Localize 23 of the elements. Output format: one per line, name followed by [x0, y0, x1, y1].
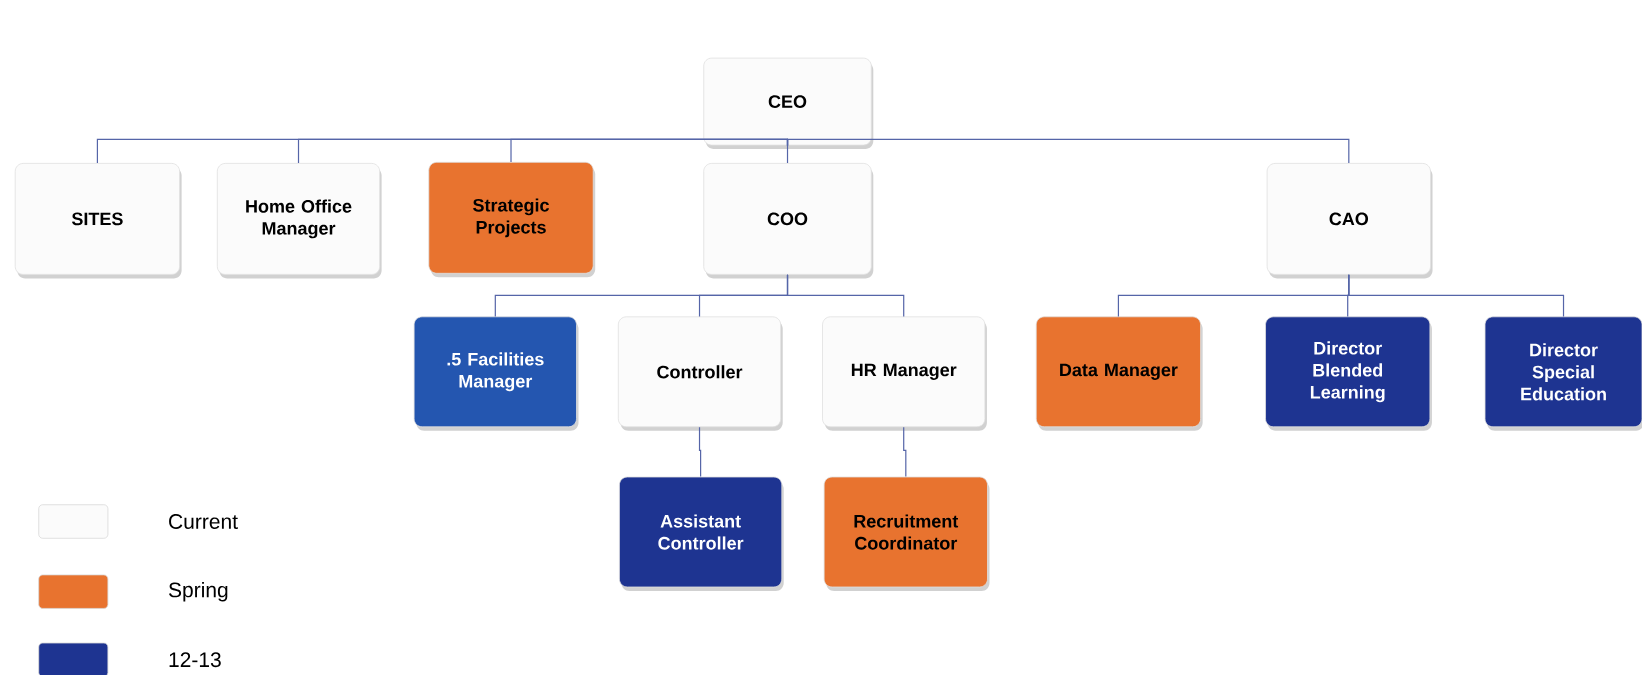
position-box: Data Manager	[1035, 316, 1203, 431]
connector-line	[1348, 274, 1565, 317]
position-box: Assistant Controller	[619, 476, 784, 591]
position-box: HR Manager	[822, 316, 987, 431]
connector-line	[698, 426, 702, 478]
position-box: Strategic Projects	[428, 161, 596, 278]
connector-line	[510, 138, 789, 163]
position-box: Director Special Education	[1484, 316, 1642, 431]
position-box: CAO	[1266, 163, 1433, 279]
position-box: Director Blended Learning	[1265, 316, 1432, 431]
connector-line	[786, 274, 905, 317]
position-box: Home Office Manager	[216, 163, 382, 279]
position-box: COO	[703, 163, 874, 279]
position-box: .5 Facilities Manager	[413, 316, 579, 431]
legend-label: Spring	[168, 581, 228, 602]
legend-label: Current	[169, 514, 238, 529]
connector-line	[903, 426, 907, 478]
connector-line	[786, 138, 1350, 164]
position-box: Recruitment Coordinator	[823, 476, 990, 591]
position-box: CEO	[703, 57, 874, 149]
position-box: SITES	[14, 163, 182, 279]
legend-label: 12-13	[169, 652, 221, 668]
position-box: Controller	[617, 316, 783, 431]
